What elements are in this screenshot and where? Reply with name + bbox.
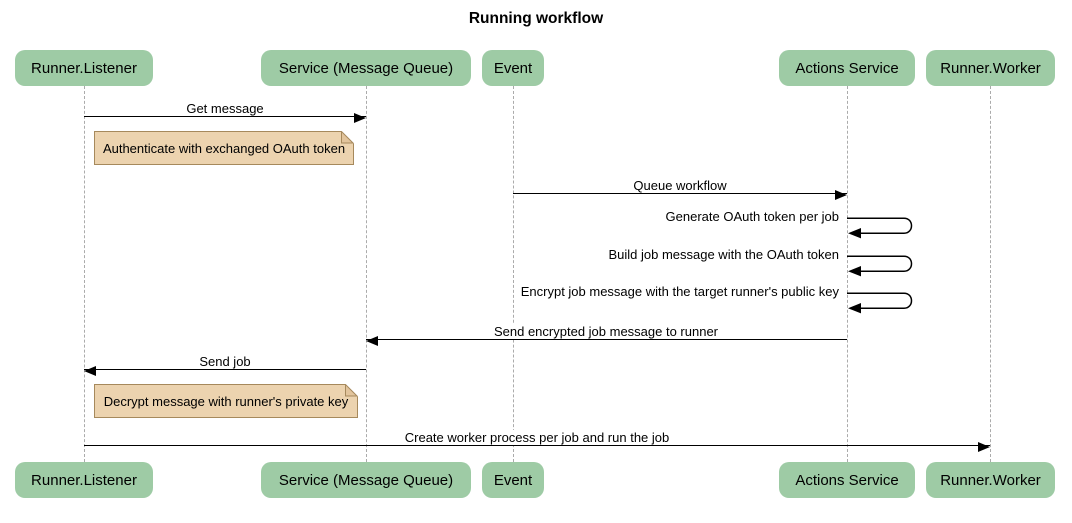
participant-runner-listener-top: Runner.Listener bbox=[15, 50, 153, 86]
message-label-generate-oauth-token: Generate OAuth token per job bbox=[665, 209, 839, 224]
participant-event-bottom: Event bbox=[482, 462, 544, 498]
participant-label: Event bbox=[493, 59, 533, 77]
message-label-encrypt-job-message: Encrypt job message with the target runn… bbox=[520, 284, 839, 299]
participant-label: Actions Service bbox=[795, 471, 899, 489]
message-arrow-queue-workflow bbox=[513, 189, 847, 200]
message-label-build-job-message: Build job message with the OAuth token bbox=[608, 247, 839, 262]
participant-label: Service (Message Queue) bbox=[278, 471, 454, 489]
lifeline-event bbox=[513, 86, 514, 462]
lifeline-runner-listener bbox=[84, 86, 85, 462]
participant-actions-service-bottom: Actions Service bbox=[779, 462, 915, 498]
message-label-create-worker-process: Create worker process per job and run th… bbox=[401, 430, 673, 445]
participant-service-message-queue-top: Service (Message Queue) bbox=[261, 50, 471, 86]
note-text: Authenticate with exchanged OAuth token bbox=[102, 140, 346, 156]
message-arrow-get-message bbox=[84, 112, 366, 123]
participant-label: Runner.Listener bbox=[31, 59, 137, 77]
self-loop-arrow-generate-oauth-token bbox=[847, 217, 913, 239]
message-label-send-job: Send job bbox=[196, 354, 254, 369]
message-arrow-send-job bbox=[84, 365, 366, 376]
participant-label: Runner.Worker bbox=[940, 59, 1041, 77]
participant-actions-service-top: Actions Service bbox=[779, 50, 915, 86]
note-fold-icon bbox=[341, 131, 354, 144]
participant-label: Service (Message Queue) bbox=[278, 59, 454, 77]
self-loop-arrow-encrypt-job-message bbox=[847, 292, 913, 314]
participant-label: Runner.Worker bbox=[940, 471, 1041, 489]
note-authenticate-oauth: Authenticate with exchanged OAuth token bbox=[94, 131, 354, 165]
participant-runner-worker-bottom: Runner.Worker bbox=[926, 462, 1055, 498]
message-label-send-encrypted-job: Send encrypted job message to runner bbox=[490, 324, 722, 339]
participant-runner-listener-bottom: Runner.Listener bbox=[15, 462, 153, 498]
participant-label: Actions Service bbox=[795, 59, 899, 77]
participant-label: Event bbox=[493, 471, 533, 489]
participant-event-top: Event bbox=[482, 50, 544, 86]
note-text: Decrypt message with runner's private ke… bbox=[103, 393, 349, 409]
self-loop-arrow-build-job-message bbox=[847, 255, 913, 277]
message-label-queue-workflow: Queue workflow bbox=[630, 178, 730, 193]
lifeline-actions-service bbox=[847, 86, 848, 462]
participant-runner-worker-top: Runner.Worker bbox=[926, 50, 1055, 86]
note-decrypt-private-key: Decrypt message with runner's private ke… bbox=[94, 384, 358, 418]
note-fold-icon bbox=[345, 384, 358, 397]
participant-service-message-queue-bottom: Service (Message Queue) bbox=[261, 462, 471, 498]
message-label-get-message: Get message bbox=[183, 101, 267, 116]
message-arrow-create-worker-process bbox=[84, 441, 990, 452]
message-arrow-send-encrypted-job bbox=[366, 335, 847, 346]
participant-label: Runner.Listener bbox=[31, 471, 137, 489]
lifeline-service-message-queue bbox=[366, 86, 367, 462]
lifeline-runner-worker bbox=[990, 86, 991, 462]
diagram-title: Running workflow bbox=[468, 10, 604, 27]
